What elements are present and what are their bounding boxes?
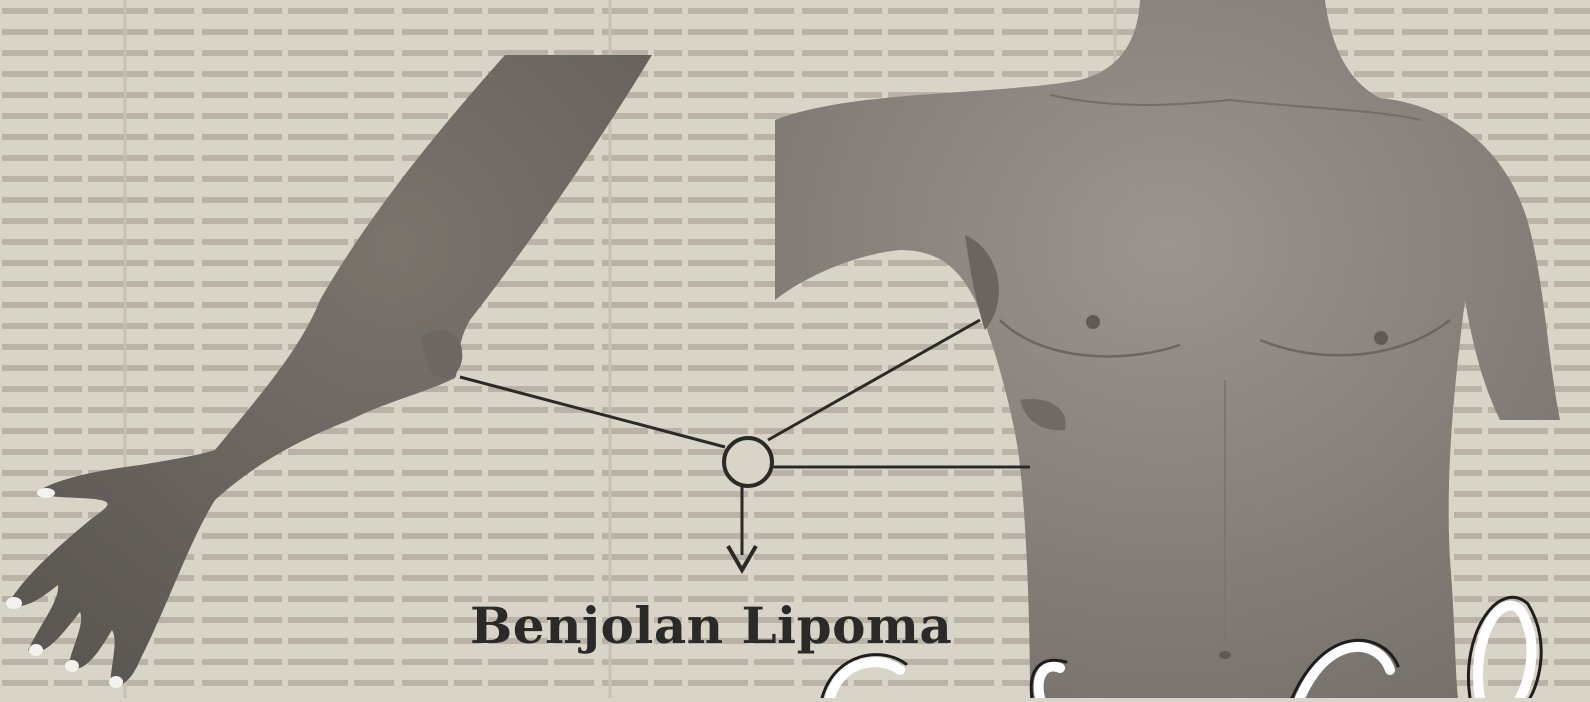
magnifier-circle-icon — [724, 438, 772, 486]
diagram-caption: Benjolan Lipoma — [470, 596, 952, 655]
